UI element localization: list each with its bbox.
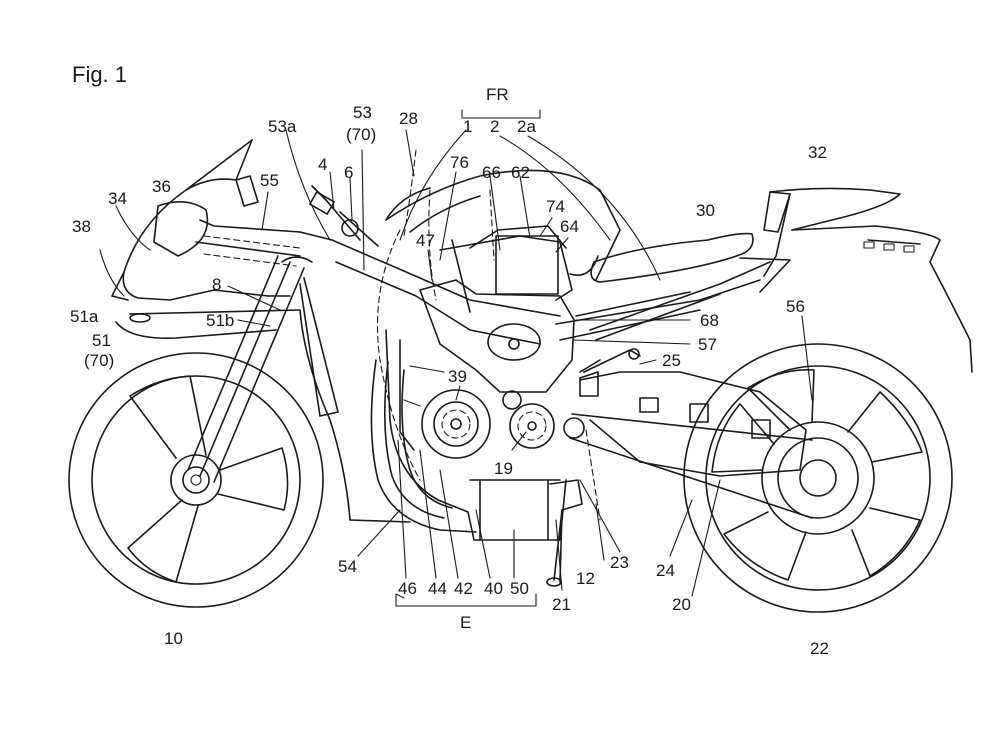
label-38: 38 <box>72 217 91 236</box>
label-39: 39 <box>448 367 467 386</box>
label-23: 23 <box>610 553 629 572</box>
label-46: 46 <box>398 579 417 598</box>
exhaust-pipes <box>299 309 477 533</box>
frame <box>331 149 771 481</box>
label-10: 10 <box>164 629 183 648</box>
rear-wheel <box>683 343 953 613</box>
side-stand <box>546 429 601 587</box>
label-53: 53 <box>353 103 372 122</box>
front-wheel <box>68 352 324 608</box>
label-51b: 51b <box>206 311 234 330</box>
label-74: 74 <box>546 197 565 216</box>
label-12: 12 <box>576 569 595 588</box>
figure-title: Fig. 1 <box>72 62 127 87</box>
label-76: 76 <box>450 153 469 172</box>
label-24: 24 <box>656 561 675 580</box>
leader-lines <box>99 109 813 607</box>
label-32: 32 <box>808 143 827 162</box>
label-25: 25 <box>662 351 681 370</box>
label-40: 40 <box>484 579 503 598</box>
label-68: 68 <box>700 311 719 330</box>
swingarm-chain <box>563 348 859 519</box>
label-47: 47 <box>416 231 435 250</box>
label-4: 4 <box>318 155 327 174</box>
label-55: 55 <box>260 171 279 190</box>
label-1: 1 <box>463 117 472 136</box>
front-fork <box>187 185 379 483</box>
label-8: 8 <box>212 275 221 294</box>
label-64: 64 <box>560 217 579 236</box>
label-2: 2 <box>490 117 499 136</box>
reference-labels: Fig. 1 FR 1 2 2a 53 (70) 53a 28 32 36 34… <box>70 62 829 658</box>
label-56: 56 <box>786 297 805 316</box>
fuel-tank <box>385 187 599 276</box>
label-e: E <box>460 613 471 632</box>
label-53a: 53a <box>268 117 297 136</box>
seat-tail <box>590 187 973 373</box>
label-51: 51 <box>92 331 111 350</box>
label-51a: 51a <box>70 307 99 326</box>
label-30: 30 <box>696 201 715 220</box>
label-20: 20 <box>672 595 691 614</box>
label-22: 22 <box>810 639 829 658</box>
label-2a: 2a <box>517 117 536 136</box>
label-34: 34 <box>108 189 127 208</box>
label-66: 66 <box>482 163 501 182</box>
label-54: 54 <box>338 557 357 576</box>
label-50: 50 <box>510 579 529 598</box>
label-70-top: (70) <box>346 125 376 144</box>
label-19: 19 <box>494 459 513 478</box>
label-57: 57 <box>698 335 717 354</box>
label-42: 42 <box>454 579 473 598</box>
label-21: 21 <box>552 595 571 614</box>
label-70-bottom: (70) <box>84 351 114 370</box>
label-44: 44 <box>428 579 447 598</box>
label-fr: FR <box>486 85 509 104</box>
front-cowl <box>111 139 333 339</box>
engine <box>385 189 575 541</box>
label-36: 36 <box>152 177 171 196</box>
label-6: 6 <box>344 163 353 182</box>
label-28: 28 <box>399 109 418 128</box>
label-62: 62 <box>511 163 530 182</box>
